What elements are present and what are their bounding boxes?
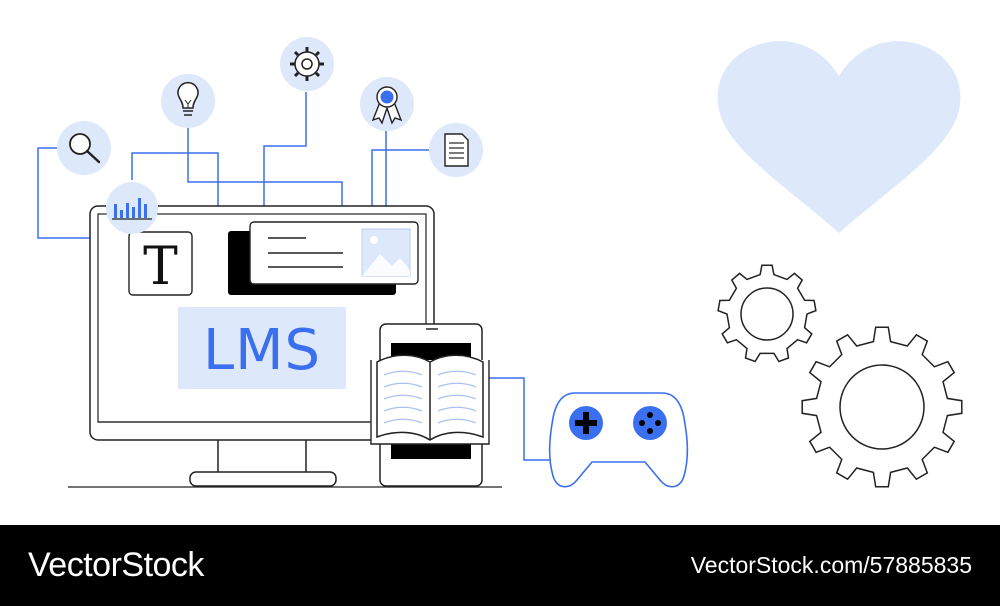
lms-label: LMS xyxy=(203,318,321,383)
lightbulb-icon xyxy=(161,74,215,128)
open-book-icon xyxy=(370,354,490,445)
brand-name: VectorStock xyxy=(28,546,204,584)
connector-lines xyxy=(37,92,552,461)
award-ribbon-icon xyxy=(360,77,414,131)
gear-icon xyxy=(280,37,334,91)
gears-icon xyxy=(717,264,963,488)
document-icon xyxy=(429,123,483,177)
gamepad-icon xyxy=(548,392,689,488)
image-icon xyxy=(361,228,411,277)
text-format-glyph: T xyxy=(143,237,178,297)
text-format-icon: T xyxy=(128,231,193,297)
content-card xyxy=(228,221,419,295)
image-url: VectorStock.com/57885835 xyxy=(690,552,972,578)
lms-illustration: T LMS xyxy=(37,37,963,488)
search-icon xyxy=(57,121,111,175)
heart-icon xyxy=(717,41,961,234)
lms-label-background xyxy=(178,307,346,389)
bar-chart-icon xyxy=(106,182,158,234)
footer-bar: VectorStock VectorStock.com/57885835 xyxy=(0,525,1000,606)
